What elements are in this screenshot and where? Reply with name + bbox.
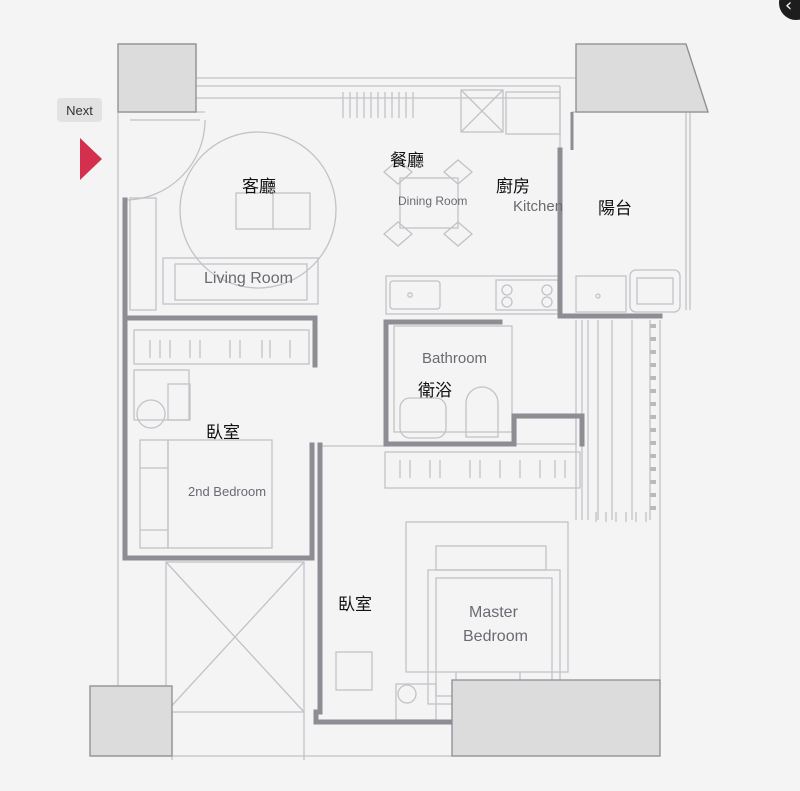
master-bedroom-en-label-1: Master: [469, 604, 518, 621]
balcony-zh-label: 陽台: [598, 199, 632, 219]
kitchen-en-label: Kitchen: [513, 198, 564, 215]
master-bedroom-en-label-2: Bedroom: [463, 628, 528, 645]
next-button[interactable]: Next: [57, 98, 102, 122]
dining-room-zh-label: 餐廳: [390, 151, 424, 171]
bedroom2-en-label: 2nd Bedroom: [188, 484, 267, 499]
chevron-icon[interactable]: ‹: [779, 0, 800, 20]
next-arrow-icon[interactable]: [80, 138, 102, 180]
master-bedroom-zh-label: 臥室: [338, 595, 372, 615]
bathroom-zh-label: 衛浴: [418, 381, 452, 401]
dining-room-en-label: Dining Room: [398, 194, 468, 208]
living-room-zh-label: 客廳: [242, 177, 276, 197]
bedroom2-zh-label: 臥室: [206, 423, 240, 443]
living-room-en-label: Living Room: [204, 270, 293, 287]
kitchen-zh-label: 廚房: [496, 177, 530, 197]
bathroom-en-label: Bathroom: [422, 350, 488, 367]
